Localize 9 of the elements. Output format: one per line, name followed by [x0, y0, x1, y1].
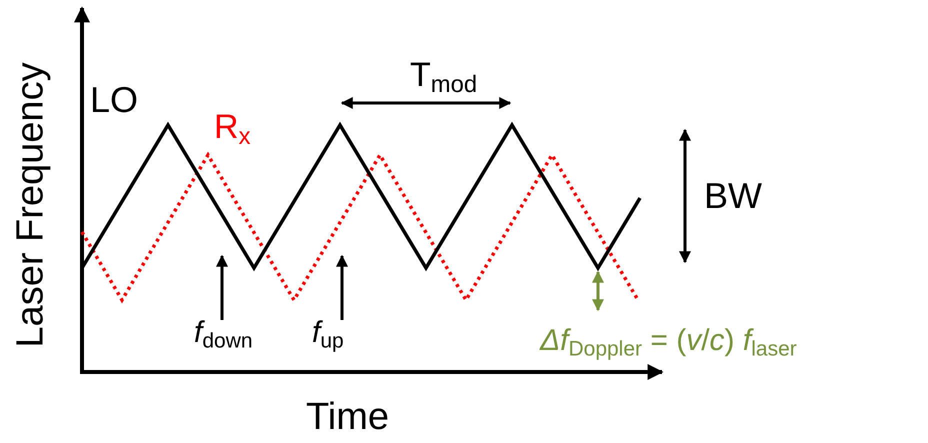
curve-label: LO — [90, 82, 138, 118]
arrow — [336, 254, 348, 320]
arrow — [216, 254, 228, 320]
dimension-label: T$_{mod}$ — [410, 58, 478, 92]
dimension-label: BW — [704, 178, 762, 214]
axis-title: Time — [306, 398, 390, 436]
axis-title: Laser Frequency — [12, 62, 50, 348]
annotation-text: f$_{down}$ — [194, 318, 253, 348]
curve-label: R$_{x}$ — [214, 110, 250, 144]
